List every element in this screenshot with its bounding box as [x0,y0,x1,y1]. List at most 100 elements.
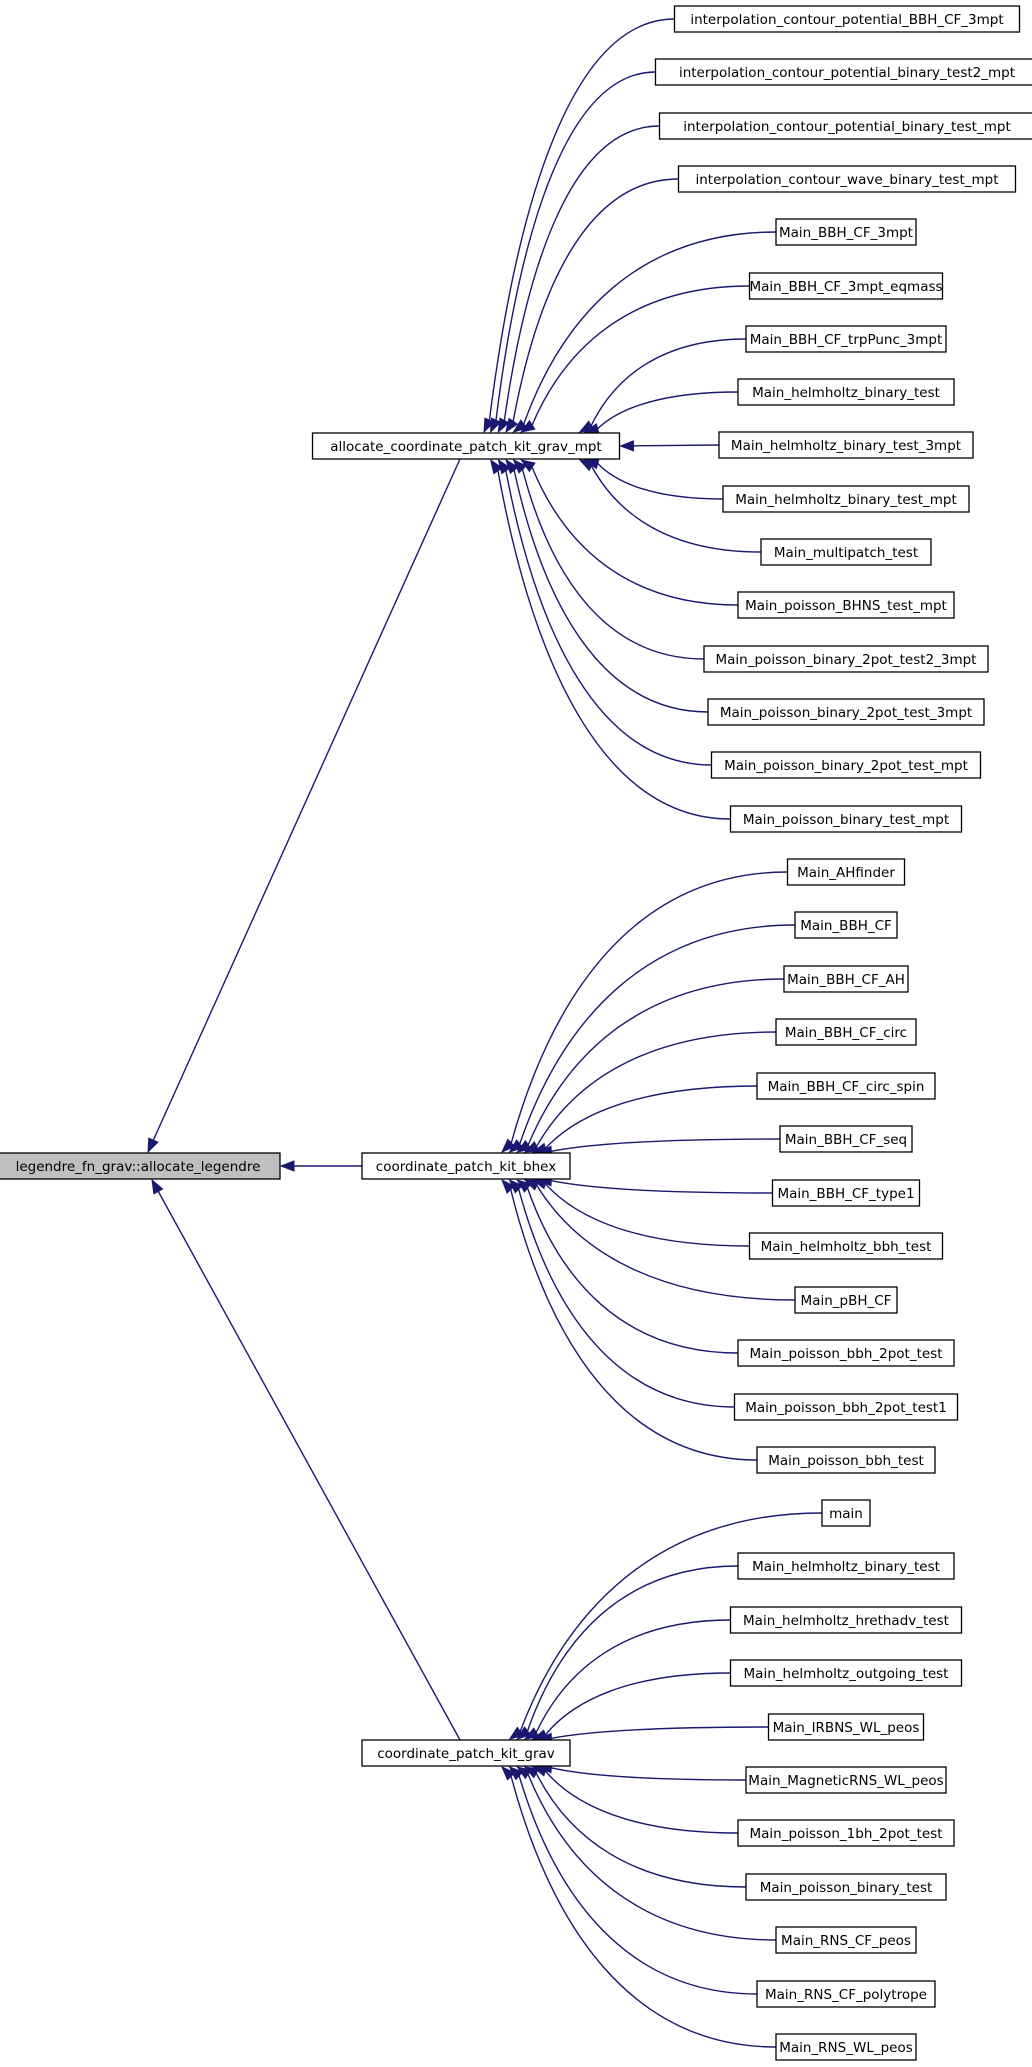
caller-node-main-poisson-binary-2pot-test-mpt-box [710,751,982,779]
root-node-legendre-fn-grav-allocate-legendre[interactable]: legendre_fn_grav::allocate_legendre [0,1152,281,1180]
caller-node-main-poisson-binary-2pot-test2-3mpt[interactable]: Main_poisson_binary_2pot_test2_3mpt [703,645,989,673]
caller-node-main-helmholtz-binary-test-label: Main_helmholtz_binary_test [752,1559,940,1575]
edge-main-multipatch-test-to-allocate-coordinate-patch-kit-grav-mpt-arrowhead [578,459,595,472]
edge-main-poisson-binary-2pot-test-mpt-to-allocate-coordinate-patch-kit-grav-mpt [505,470,712,766]
caller-node-interpolation-contour-wave-binary-test-mpt-label: interpolation_contour_wave_binary_test_m… [695,172,998,188]
caller-node-main-poisson-bbh-2pot-test1-label: Main_poisson_bbh_2pot_test1 [745,1400,947,1416]
caller-node-main-helmholtz-binary-test-mpt[interactable]: Main_helmholtz_binary_test_mpt [722,485,970,513]
caller-node-main-poisson-bhns-test-mpt-label: Main_poisson_BHNS_test_mpt [745,598,947,614]
caller-node-main-bbh-cf-circ-spin[interactable]: Main_BBH_CF_circ_spin [756,1072,936,1100]
caller-node-main-multipatch-test[interactable]: Main_multipatch_test [760,538,932,566]
edge-main-bbh-cf-circ-to-coordinate-patch-kit-bhex [535,1031,777,1147]
edge-allocate-coordinate-patch-kit-grav-mpt-to-root [152,458,461,1141]
caller-node-main-pbh-cf[interactable]: Main_pBH_CF [794,1286,898,1314]
caller-node-main-bbh-cf-ah-box [783,965,909,993]
caller-node-main-poisson-1bh-2pot-test[interactable]: Main_poisson_1bh_2pot_test [737,1819,955,1847]
caller-node-main-box [821,1499,871,1527]
edge-main-poisson-bhns-test-mpt-to-allocate-coordinate-patch-kit-grav-mpt-line [531,466,739,606]
caller-node-interpolation-contour-potential-binary-test2-mpt[interactable]: interpolation_contour_potential_binary_t… [654,58,1032,86]
edge-main-poisson-1bh-2pot-test-to-coordinate-patch-kit-grav-line [544,1770,739,1834]
caller-node-main-poisson-binary-2pot-test-3mpt[interactable]: Main_poisson_binary_2pot_test_3mpt [707,698,985,726]
caller-node-main-magneticrns-wl-peos[interactable]: Main_MagneticRNS_WL_peos [745,1766,947,1794]
caller-node-main-bbh-cf-type1[interactable]: Main_BBH_CF_type1 [771,1179,921,1207]
caller-node-main-poisson-bbh-2pot-test[interactable]: Main_poisson_bbh_2pot_test [737,1339,955,1367]
caller-node-main[interactable]: main [821,1499,871,1527]
caller-node-main-helmholtz-outgoing-test-box [729,1659,963,1687]
caller-node-main-poisson-bbh-2pot-test1[interactable]: Main_poisson_bbh_2pot_test1 [733,1393,959,1421]
caller-node-main-poisson-binary-2pot-test-mpt[interactable]: Main_poisson_binary_2pot_test_mpt [710,751,982,779]
edge-main-ahfinder-to-coordinate-patch-kit-bhex [510,871,788,1144]
edge-main-bbh-cf-to-coordinate-patch-kit-bhex-arrowhead [508,1139,524,1153]
caller-node-interpolation-contour-potential-binary-test2-mpt-box [654,58,1032,86]
caller-node-main-rns-cf-polytrope[interactable]: Main_RNS_CF_polytrope [756,1980,936,2008]
caller-node-main-helmholtz-bbh-test[interactable]: Main_helmholtz_bbh_test [748,1232,944,1260]
caller-node-main-helmholtz-binary-test[interactable]: Main_helmholtz_binary_test [737,1552,955,1580]
caller-node-main-poisson-binary-test-mpt[interactable]: Main_poisson_binary_test_mpt [729,805,963,833]
caller-node-main-helmholtz-outgoing-test[interactable]: Main_helmholtz_outgoing_test [729,1659,963,1687]
edge-coordinate-patch-kit-grav-to-root-line [157,1191,461,1741]
caller-node-main-poisson-binary-test[interactable]: Main_poisson_binary_test [745,1873,947,1901]
edge-main-poisson-binary-2pot-test-3mpt-to-allocate-coordinate-patch-kit-grav-mpt-line [513,469,709,713]
edge-interpolation-contour-potential-binary-test2-mpt-to-allocate-coordinate-patch-kit-grav-mpt-line [495,71,656,421]
edge-interpolation-contour-wave-binary-test-mpt-to-allocate-coordinate-patch-kit-grav-mpt-arrowhead [505,417,519,434]
caller-node-main-poisson-bbh-test[interactable]: Main_poisson_bbh_test [756,1446,936,1474]
edge-main-pbh-cf-to-coordinate-patch-kit-bhex-line [536,1184,796,1301]
edge-main-irbns-wl-peos-to-coordinate-patch-kit-grav-line [551,1726,769,1740]
caller-node-main-poisson-1bh-2pot-test-box [737,1819,955,1847]
caller-node-main-bbh-cf-trppunc-3mpt[interactable]: Main_BBH_CF_trpPunc_3mpt [745,325,947,353]
edge-main-helmholtz-outgoing-test-to-coordinate-patch-kit-grav-line [544,1672,731,1736]
edge-main-rns-cf-polytrope-to-coordinate-patch-kit-grav-line [518,1775,758,1995]
caller-node-main-helmholtz-binary-test-3mpt[interactable]: Main_helmholtz_binary_test_3mpt [718,431,974,459]
edge-main-ahfinder-to-coordinate-patch-kit-bhex-line [510,871,788,1144]
caller-node-main-bbh-cf-3mpt[interactable]: Main_BBH_CF_3mpt [775,218,917,246]
edge-main-poisson-bbh-2pot-test-to-coordinate-patch-kit-bhex [526,1187,739,1354]
caller-node-main-rns-cf-peos-box [775,1926,917,1954]
edge-main-poisson-binary-test-mpt-to-allocate-coordinate-patch-kit-grav-mpt [497,470,731,820]
edge-interpolation-contour-potential-binary-test-mpt-to-allocate-coordinate-patch-kit-grav-mpt [503,125,660,421]
caller-node-main-ahfinder-label: Main_AHfinder [797,865,895,881]
node-coordinate-patch-kit-bhex[interactable]: coordinate_patch_kit_bhex [361,1152,571,1180]
caller-node-main-bbh-cf-3mpt-box [775,218,917,246]
caller-node-main-poisson-binary-2pot-test2-3mpt-label: Main_poisson_binary_2pot_test2_3mpt [716,652,977,668]
caller-node-main-bbh-cf-3mpt-label: Main_BBH_CF_3mpt [779,225,913,241]
caller-node-main-helmholtz-binary-test[interactable]: Main_helmholtz_binary_test [737,378,955,406]
edge-main-helmholtz-binary-test-to-coordinate-patch-kit-grav-arrowhead [516,1726,532,1740]
caller-node-main-poisson-bbh-2pot-test-box [737,1339,955,1367]
caller-node-main-bbh-cf-circ[interactable]: Main_BBH_CF_circ [775,1018,917,1046]
edge-main-helmholtz-binary-test-3mpt-to-allocate-coordinate-patch-kit-grav-mpt-arrowhead [619,440,635,452]
caller-node-main-poisson-bhns-test-mpt[interactable]: Main_poisson_BHNS_test_mpt [737,591,955,619]
caller-node-interpolation-contour-potential-bbh-cf-3mpt[interactable]: interpolation_contour_potential_BBH_CF_3… [673,5,1021,33]
edge-main-rns-cf-peos-to-coordinate-patch-kit-grav-line [527,1773,777,1941]
caller-node-main-rns-wl-peos[interactable]: Main_RNS_WL_peos [775,2033,917,2061]
caller-node-main-bbh-cf[interactable]: Main_BBH_CF [794,911,898,939]
edge-main-pbh-cf-to-coordinate-patch-kit-bhex [536,1184,796,1301]
edge-main-ahfinder-to-coordinate-patch-kit-bhex-arrowhead [501,1138,516,1153]
caller-node-interpolation-contour-potential-binary-test-mpt[interactable]: interpolation_contour_potential_binary_t… [658,112,1032,140]
caller-node-main-bbh-cf-seq[interactable]: Main_BBH_CF_seq [779,1125,913,1153]
edge-main-bbh-cf-to-coordinate-patch-kit-bhex [519,924,796,1145]
caller-node-main-helmholtz-bbh-test-label: Main_helmholtz_bbh_test [761,1239,932,1255]
node-allocate-coordinate-patch-kit-grav-mpt[interactable]: allocate_coordinate_patch_kit_grav_mpt [311,432,621,460]
edge-main-helmholtz-binary-test-3mpt-to-allocate-coordinate-patch-kit-grav-mpt [633,444,720,447]
edge-main-poisson-binary-2pot-test2-3mpt-to-allocate-coordinate-patch-kit-grav-mpt [521,469,705,660]
caller-node-main-rns-wl-peos-label: Main_RNS_WL_peos [779,2040,913,2056]
caller-node-main-irbns-wl-peos[interactable]: Main_IRBNS_WL_peos [767,1713,925,1741]
caller-node-main-label: main [829,1506,863,1522]
node-coordinate-patch-kit-grav[interactable]: coordinate_patch_kit_grav [361,1739,571,1767]
caller-node-main-bbh-cf-ah[interactable]: Main_BBH_CF_AH [783,965,909,993]
caller-node-main-rns-cf-peos[interactable]: Main_RNS_CF_peos [775,1926,917,1954]
caller-node-main-multipatch-test-label: Main_multipatch_test [774,545,918,561]
edge-allocate-coordinate-patch-kit-grav-mpt-to-root-line [152,458,461,1141]
edge-main-poisson-bbh-2pot-test1-to-coordinate-patch-kit-bhex-line [518,1189,735,1408]
caller-node-main-magneticrns-wl-peos-label: Main_MagneticRNS_WL_peos [748,1773,943,1789]
edge-main-rns-cf-polytrope-to-coordinate-patch-kit-grav [518,1775,758,1995]
caller-node-main-bbh-cf-3mpt-eqmass[interactable]: Main_BBH_CF_3mpt_eqmass [748,272,944,300]
caller-node-interpolation-contour-wave-binary-test-mpt[interactable]: interpolation_contour_wave_binary_test_m… [677,165,1017,193]
edge-allocate-coordinate-patch-kit-grav-mpt-to-root-arrowhead [147,1137,159,1154]
edge-main-poisson-bbh-2pot-test-to-coordinate-patch-kit-bhex-line [526,1187,739,1354]
caller-node-main-poisson-1bh-2pot-test-label: Main_poisson_1bh_2pot_test [749,1826,942,1842]
caller-node-main-helmholtz-hrethadv-test[interactable]: Main_helmholtz_hrethadv_test [729,1606,963,1634]
caller-node-main-ahfinder[interactable]: Main_AHfinder [786,858,906,886]
edge-main-poisson-binary-test-to-coordinate-patch-kit-grav [535,1772,747,1888]
